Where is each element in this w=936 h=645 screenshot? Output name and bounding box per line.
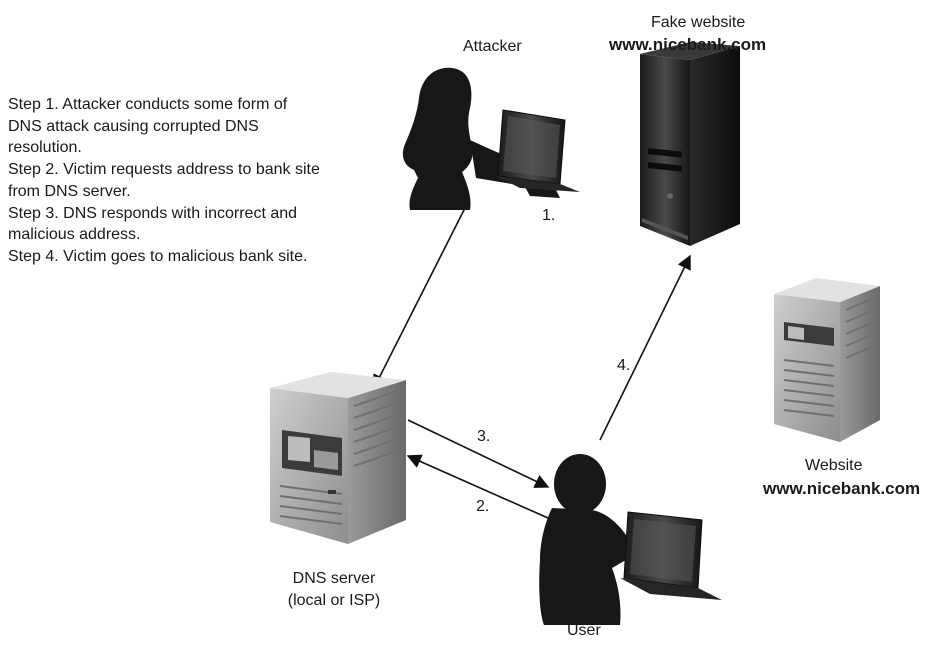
fake-website-label: Fake website bbox=[651, 14, 746, 31]
arrow-label-4: 4. bbox=[617, 357, 631, 374]
user-label: User bbox=[567, 622, 601, 639]
attacker-label: Attacker bbox=[463, 38, 522, 55]
fake-website-server bbox=[640, 42, 740, 246]
website-label: Website bbox=[805, 457, 863, 474]
real-website-server bbox=[774, 278, 880, 442]
arrow-label-3: 3. bbox=[477, 428, 491, 445]
arrow-label-1: 1. bbox=[542, 207, 556, 224]
step-line: Step 2. Victim requests address to bank … bbox=[8, 161, 320, 179]
step-line: Step 3. DNS responds with incorrect and bbox=[8, 204, 298, 222]
arrow-step2 bbox=[406, 454, 549, 519]
step-line: malicious address. bbox=[8, 226, 141, 244]
step-line: from DNS server. bbox=[8, 182, 131, 200]
step-line: Step 4. Victim goes to malicious bank si… bbox=[8, 247, 308, 265]
step-line: Step 1. Attacker conducts some form of bbox=[8, 96, 288, 113]
dns-server bbox=[270, 372, 406, 544]
dns-server-sublabel: (local or ISP) bbox=[287, 592, 381, 609]
step-list: Step 1. Attacker conducts some form of D… bbox=[8, 94, 408, 268]
fake-website-url: www.nicebank.com bbox=[609, 35, 767, 54]
arrow-step3 bbox=[407, 419, 550, 488]
arrow-label-2: 2. bbox=[476, 498, 490, 515]
step-line: resolution. bbox=[8, 139, 82, 157]
arrow-step4 bbox=[599, 254, 691, 441]
arrow-step1 bbox=[373, 205, 467, 390]
dns-server-label: DNS server bbox=[292, 570, 376, 587]
step-line: DNS attack causing corrupted DNS bbox=[8, 117, 259, 135]
website-url: www.nicebank.com bbox=[763, 479, 921, 498]
user-figure bbox=[539, 454, 722, 625]
attacker-figure bbox=[402, 67, 580, 210]
